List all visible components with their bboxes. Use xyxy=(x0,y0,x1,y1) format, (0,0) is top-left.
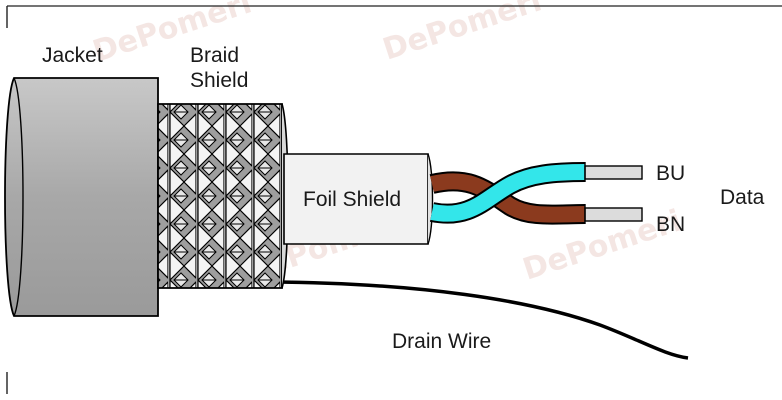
label-braid-line1: Braid xyxy=(190,44,240,67)
drain-wire xyxy=(269,280,689,360)
foil-end-curve xyxy=(427,153,434,245)
jacket-end-curve xyxy=(13,77,24,317)
label-foil-shield: Foil Shield xyxy=(303,188,402,211)
label-bn: BN xyxy=(656,213,686,236)
label-braid-line2: Shield xyxy=(190,69,249,92)
bu-conductor xyxy=(584,165,643,180)
bn-conductor xyxy=(584,207,643,222)
jacket xyxy=(4,77,159,317)
label-drain-wire: Drain Wire xyxy=(392,330,492,353)
label-data: Data xyxy=(720,186,765,209)
braid-shield xyxy=(157,103,283,289)
label-bu: BU xyxy=(656,162,686,185)
label-jacket: Jacket xyxy=(42,44,103,67)
